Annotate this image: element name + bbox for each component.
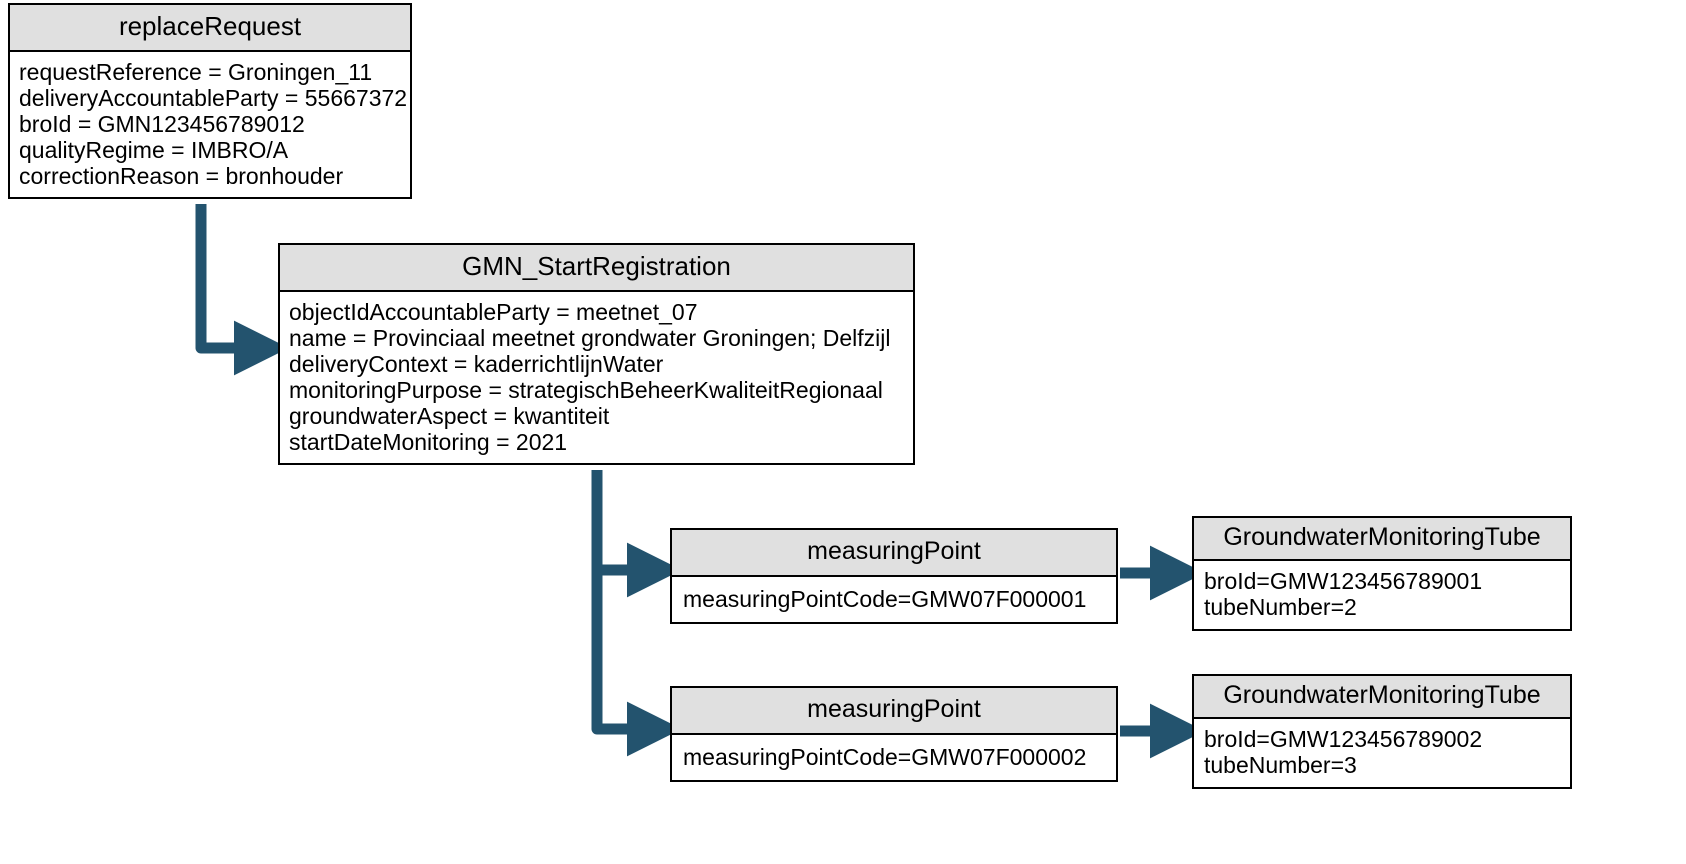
node-gmn-start-registration-body: objectIdAccountableParty = meetnet_07 na… xyxy=(280,292,913,463)
attribute-row: broId=GMW123456789001 xyxy=(1204,568,1483,594)
node-replace-request-title: replaceRequest xyxy=(10,5,410,52)
node-measuring-point-2-title: measuringPoint xyxy=(672,688,1116,735)
node-groundwater-monitoring-tube-2[interactable]: GroundwaterMonitoringTube broId=GMW12345… xyxy=(1192,674,1572,789)
attribute-row: measuringPointCode=GMW07F000001 xyxy=(683,586,1087,612)
node-replace-request-body: requestReference = Groningen_11 delivery… xyxy=(10,52,410,197)
node-groundwater-monitoring-tube-2-body: broId=GMW123456789002 tubeNumber=3 xyxy=(1194,719,1570,787)
attribute-row: correctionReason = bronhouder xyxy=(19,163,344,189)
attribute-row: tubeNumber=3 xyxy=(1204,752,1357,778)
connector-gmn-start-to-measuring-point-1 xyxy=(591,470,682,598)
attribute-row: qualityRegime = IMBRO/A xyxy=(19,137,289,163)
node-measuring-point-2[interactable]: measuringPoint measuringPointCode=GMW07F… xyxy=(670,686,1118,782)
node-groundwater-monitoring-tube-1-title: GroundwaterMonitoringTube xyxy=(1194,518,1570,561)
node-gmn-start-registration-title: GMN_StartRegistration xyxy=(280,245,913,292)
node-groundwater-monitoring-tube-1-body: broId=GMW123456789001 tubeNumber=2 xyxy=(1194,561,1570,629)
attribute-row: deliveryAccountableParty = 55667372 xyxy=(19,85,408,111)
attribute-row: name = Provinciaal meetnet grondwater Gr… xyxy=(289,325,891,351)
node-measuring-point-1[interactable]: measuringPoint measuringPointCode=GMW07F… xyxy=(670,528,1118,624)
connector-replace-request-to-gmn-start xyxy=(195,204,289,376)
node-measuring-point-1-title: measuringPoint xyxy=(672,530,1116,577)
attribute-row: requestReference = Groningen_11 xyxy=(19,59,373,85)
node-groundwater-monitoring-tube-1[interactable]: GroundwaterMonitoringTube broId=GMW12345… xyxy=(1192,516,1572,631)
attribute-row: broId = GMN123456789012 xyxy=(19,111,305,137)
attribute-row: tubeNumber=2 xyxy=(1204,594,1357,620)
attribute-row: groundwaterAspect = kwantiteit xyxy=(289,403,610,429)
node-measuring-point-1-body: measuringPointCode=GMW07F000001 xyxy=(672,577,1116,622)
connector-gmn-start-to-measuring-point-2 xyxy=(591,570,682,757)
attribute-row: broId=GMW123456789002 xyxy=(1204,726,1483,752)
attribute-row: monitoringPurpose = strategischBeheerKwa… xyxy=(289,377,883,403)
node-gmn-start-registration[interactable]: GMN_StartRegistration objectIdAccountabl… xyxy=(278,243,915,465)
attribute-row: deliveryContext = kaderrichtlijnWater xyxy=(289,351,664,377)
node-replace-request[interactable]: replaceRequest requestReference = Gronin… xyxy=(8,3,412,199)
attribute-row: startDateMonitoring = 2021 xyxy=(289,429,568,455)
node-groundwater-monitoring-tube-2-title: GroundwaterMonitoringTube xyxy=(1194,676,1570,719)
attribute-row: measuringPointCode=GMW07F000002 xyxy=(683,744,1087,770)
attribute-row: objectIdAccountableParty = meetnet_07 xyxy=(289,299,698,325)
node-measuring-point-2-body: measuringPointCode=GMW07F000002 xyxy=(672,735,1116,780)
